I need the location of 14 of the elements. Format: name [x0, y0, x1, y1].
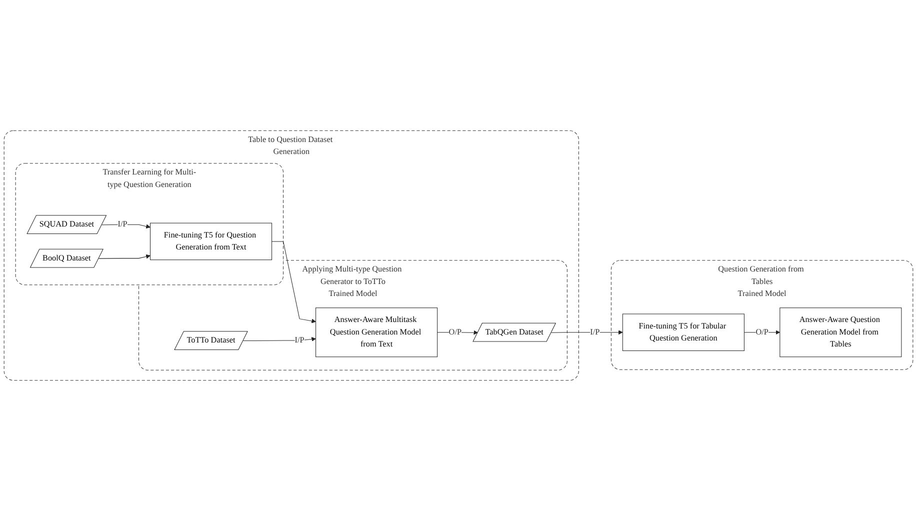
edge-label: O/P [756, 328, 768, 336]
edge-label: I/P [590, 328, 600, 336]
node-box: Answer-Aware Multitask Question Generation Model from Text [316, 308, 438, 358]
arrow [272, 241, 316, 324]
arrow [242, 337, 316, 342]
arrow [102, 224, 150, 229]
arrow [551, 330, 623, 335]
arrow [98, 254, 150, 259]
node-box: Fine-tuning T5 for Question Generation from Text [150, 222, 272, 260]
node-box: Fine-tuning T5 for Tabular Question Generation [622, 314, 744, 351]
node-box: Answer-Aware Question Generation Model from Tables [780, 308, 902, 358]
edge-label: I/P [294, 336, 304, 345]
edge-label: I/P [118, 220, 128, 229]
edge-label: O/P [448, 328, 462, 336]
